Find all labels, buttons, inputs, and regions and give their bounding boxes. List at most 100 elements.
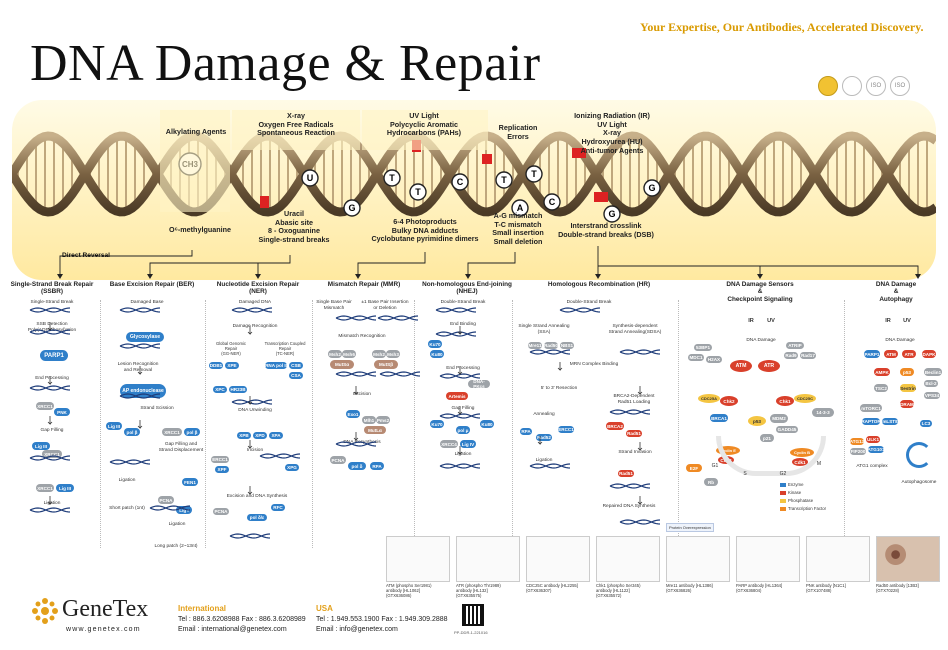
base-node bbox=[525, 165, 543, 183]
legend-enzyme: Enzyme bbox=[780, 482, 804, 487]
protein-node: TSC2 bbox=[874, 384, 888, 392]
product-blot[interactable] bbox=[526, 536, 590, 582]
dna-strand-icon bbox=[29, 507, 71, 513]
protein-node: ATM bbox=[730, 360, 752, 372]
dna-strand-icon bbox=[29, 307, 71, 313]
protein-node: 53BP1 bbox=[694, 344, 712, 351]
protein-node: Exo1 bbox=[346, 410, 360, 418]
cause-uv: UV Light Polycyclic Aromatic Hydrocarbon… bbox=[386, 111, 462, 138]
lesion-mismatch: A-G mismatch T-C mismatch Small insertio… bbox=[492, 211, 544, 246]
protein-node: Ku70 bbox=[428, 340, 442, 348]
protein-node: FIP200 bbox=[850, 448, 866, 455]
protein-node: MDM2 bbox=[770, 414, 788, 423]
cause-replication: Replication Errors bbox=[498, 123, 538, 141]
step-label: End Binding bbox=[450, 322, 476, 327]
divider bbox=[678, 300, 679, 548]
legend-label: Phosphatase bbox=[788, 498, 814, 503]
step-label: Ligation bbox=[43, 501, 61, 506]
intl-email[interactable]: Email : international@genetex.com bbox=[178, 626, 287, 633]
arrow-icon bbox=[247, 326, 253, 335]
product-ihc-image[interactable] bbox=[876, 536, 940, 582]
protein-node: CSB bbox=[289, 362, 303, 369]
protein-node: Chk2 bbox=[720, 396, 738, 406]
product-label: ATM (phospho Ser1981) antibody [HL1062] … bbox=[386, 583, 432, 599]
protein-node: RFC bbox=[271, 504, 285, 511]
step-label: Single-Strand Break bbox=[30, 300, 74, 305]
protein-node: PCNA bbox=[330, 456, 346, 464]
protein-node: Ku80 bbox=[430, 350, 444, 358]
protein-node: VPS34 bbox=[924, 392, 940, 399]
step-label: Ligation bbox=[454, 452, 472, 457]
protein-node: DAPK bbox=[922, 350, 936, 358]
legend-tf: Transcription Factor bbox=[780, 506, 826, 511]
product-blot[interactable] bbox=[806, 536, 870, 582]
product-label: ATR (phospho Thr1989) antibody [HL132] (… bbox=[456, 583, 501, 599]
protein-node: RPA bbox=[370, 462, 384, 470]
ir-label: IR bbox=[885, 318, 891, 324]
intl-title: International bbox=[178, 604, 227, 613]
protein-node: PCNA bbox=[213, 508, 229, 515]
pathway-mmr-title: Mismatch Repair (MMR) bbox=[327, 281, 401, 288]
qr-code-icon[interactable] bbox=[462, 604, 484, 626]
dna-strand-icon bbox=[149, 505, 191, 511]
protein-node: XPF bbox=[215, 466, 229, 473]
step-label: Damaged DNA bbox=[238, 300, 272, 305]
base-label: T bbox=[501, 175, 507, 185]
poster-code: PP-DDR-1-221016 bbox=[454, 630, 488, 635]
step-label: Double-Strand Break bbox=[440, 300, 486, 305]
protein-node: RPA bbox=[520, 428, 532, 435]
arrow-icon bbox=[47, 496, 53, 505]
protein-node: Msh2 bbox=[372, 350, 386, 358]
panel-ber: Damaged Base Lesion Recognition and Remo… bbox=[102, 300, 204, 550]
protein-node: MutLα bbox=[364, 426, 386, 434]
base-label: T bbox=[415, 187, 421, 197]
protein-node: Lig I bbox=[176, 506, 192, 514]
arrow-icon bbox=[247, 396, 253, 405]
protein-node: BRCA2 bbox=[606, 422, 624, 430]
product-label: Mre11 antibody [HL1386] (GTX636826) bbox=[666, 583, 713, 594]
base-node bbox=[643, 179, 661, 197]
protein-node: DRAM bbox=[900, 400, 914, 408]
pathway-autophagy-title: DNA Damage & Autophagy bbox=[875, 281, 917, 303]
protein-node: 14-3-3 bbox=[812, 408, 834, 417]
protein-node: pol β bbox=[184, 428, 200, 436]
protein-node: pol β bbox=[124, 428, 140, 436]
product-label: Chk1 (phospho Ser345) antibody [HL1122] … bbox=[596, 583, 641, 599]
step-label: 5' to 3' Resection bbox=[540, 386, 578, 391]
base-node bbox=[603, 205, 621, 223]
product-blot[interactable] bbox=[386, 536, 450, 582]
product-blot[interactable] bbox=[666, 536, 730, 582]
panel-autophagy: IR UV DNA Damage ATG1 complex Autophagos… bbox=[846, 314, 946, 534]
step-label: Autophagosome bbox=[901, 480, 937, 485]
dna-strand-icon bbox=[119, 307, 161, 313]
protein-node: NBS1 bbox=[560, 342, 574, 349]
certification-badges: ISO ISO bbox=[818, 76, 910, 96]
arrow-icon bbox=[457, 326, 463, 335]
protein-node: DDB1 bbox=[209, 362, 223, 369]
protein-node: Artemis bbox=[446, 392, 468, 400]
genetex-logo-icon bbox=[30, 596, 60, 626]
base-label: G bbox=[348, 203, 355, 213]
protein-node: LC3 bbox=[920, 420, 932, 427]
protein-node: CDC25A bbox=[698, 394, 720, 403]
dna-strand-icon bbox=[335, 371, 377, 377]
protein-node: Msh6 bbox=[342, 350, 356, 358]
product-blot[interactable] bbox=[596, 536, 660, 582]
protein-node: H2AX bbox=[706, 356, 722, 363]
cause-bg bbox=[232, 110, 360, 150]
protein-node: XPD bbox=[253, 432, 267, 439]
arrow-icon bbox=[47, 376, 53, 385]
protein-node: ATR bbox=[758, 360, 780, 372]
protein-node: XRCC1 bbox=[36, 484, 54, 492]
arrow-icon bbox=[637, 386, 643, 395]
lesion-dsb: Interstrand crosslink Double-strand brea… bbox=[558, 221, 654, 239]
protein-node: ERCC1 bbox=[211, 456, 229, 463]
protein-node: Rad51 bbox=[618, 470, 634, 477]
protein-node: p53 bbox=[900, 368, 914, 376]
website-link[interactable]: www.genetex.com bbox=[66, 626, 141, 633]
product-blot[interactable] bbox=[736, 536, 800, 582]
protein-node: Ku80 bbox=[480, 420, 494, 428]
product-blot[interactable] bbox=[456, 536, 520, 582]
usa-email[interactable]: Email : info@genetex.com bbox=[316, 626, 398, 633]
